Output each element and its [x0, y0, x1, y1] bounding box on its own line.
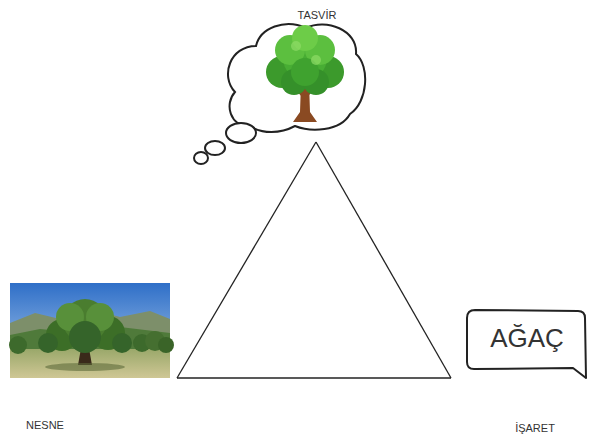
- triangle-side: [316, 142, 451, 378]
- bubble-word: AĞAÇ: [490, 324, 564, 354]
- photo-node: NESNE: [8, 283, 177, 438]
- label-text: NESNE: [26, 419, 64, 432]
- illustration-part: [158, 337, 174, 353]
- photo-field: [10, 349, 170, 378]
- thought-bubble: [190, 6, 370, 166]
- label-text: İŞARET: [515, 422, 555, 435]
- bubble-outline: [467, 310, 586, 378]
- label-text: TASVİR: [298, 9, 337, 22]
- tree-highlight: [311, 55, 321, 65]
- bubble-outline: [228, 24, 365, 132]
- photo-sky: [10, 283, 170, 378]
- bubble-tail: [194, 152, 208, 164]
- triangle-side: [177, 142, 316, 378]
- triangle-side: [177, 377, 451, 378]
- tree-crown: [292, 25, 318, 51]
- tree-icon: [266, 25, 344, 122]
- bubble-tail: [205, 141, 225, 155]
- illustration-part: [69, 321, 101, 353]
- tree-highlight: [291, 41, 301, 51]
- illustration-part: [9, 336, 27, 354]
- tree-photo: [10, 283, 170, 378]
- illustration-part: [112, 333, 132, 353]
- photo-main-tree: [38, 299, 132, 371]
- speech-bubble-node: AĞAÇ İŞARET: [451, 300, 589, 440]
- bubble-tail: [226, 123, 256, 143]
- illustration-part: [45, 363, 125, 371]
- thought-bubble-node: TASVİR: [190, 6, 370, 142]
- illustration-part: [38, 333, 58, 353]
